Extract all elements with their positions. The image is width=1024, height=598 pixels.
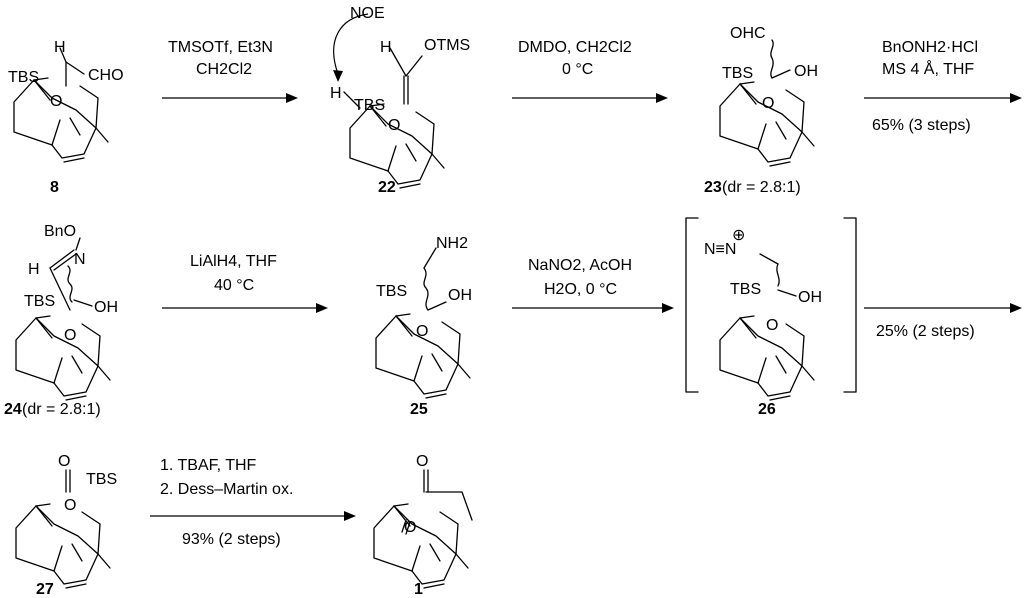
compound-23: OHC OH TBS O 23 (dr = 2.8:1) bbox=[704, 25, 818, 196]
label-tbs: TBS bbox=[730, 281, 761, 298]
label-oh: OH bbox=[798, 289, 822, 306]
step-7-line2: 2. Dess–Martin ox. bbox=[160, 481, 293, 498]
step-2-line1: DMDO, CH2Cl2 bbox=[518, 39, 632, 56]
label-tbs: TBS bbox=[354, 97, 385, 114]
label-nh2: NH2 bbox=[436, 235, 468, 252]
step-5: NaNO2, AcOH H2O, 0 °C bbox=[512, 257, 674, 313]
label-o-carbonyl: O bbox=[58, 453, 70, 470]
label-oh: OH bbox=[448, 287, 472, 304]
step-2: DMDO, CH2Cl2 0 °C bbox=[512, 39, 668, 103]
compound-note-23: (dr = 2.8:1) bbox=[722, 179, 801, 196]
label-tbs: TBS bbox=[376, 283, 407, 300]
label-h: H bbox=[54, 39, 66, 56]
step-5-line2: H2O, 0 °C bbox=[544, 281, 617, 298]
step-3: BnONH2·HCl MS 4 Å, THF 65% (3 steps) bbox=[864, 39, 1022, 134]
label-o: O bbox=[416, 323, 428, 340]
step-4-line1: LiAlH4, THF bbox=[190, 253, 277, 270]
compound-id-8: 8 bbox=[50, 179, 59, 196]
step-3-yield: 65% (3 steps) bbox=[872, 117, 971, 134]
label-o: O bbox=[50, 93, 62, 110]
label-h: H bbox=[28, 261, 40, 278]
label-noe: NOE bbox=[350, 5, 385, 22]
compound-1: O O 1 bbox=[373, 453, 473, 598]
step-6: 25% (2 steps) bbox=[864, 303, 1022, 340]
step-1: TMSOTf, Et3N CH2Cl2 bbox=[162, 39, 298, 103]
label-n: N bbox=[74, 251, 86, 268]
compound-25: NH2 OH TBS O 25 bbox=[375, 235, 472, 418]
label-o: O bbox=[766, 317, 778, 334]
label-ohc: OHC bbox=[730, 25, 766, 42]
label-o-ketone-top: O bbox=[416, 453, 428, 470]
compound-id-23: 23 bbox=[704, 179, 722, 196]
step-4-line2: 40 °C bbox=[214, 277, 254, 294]
compound-id-24: 24 bbox=[4, 401, 22, 418]
label-h-vinyl: H bbox=[380, 39, 392, 56]
label-oh: OH bbox=[794, 63, 818, 80]
step-4: LiAlH4, THF 40 °C bbox=[162, 253, 328, 313]
label-plus: ⊕ bbox=[732, 227, 745, 244]
compound-id-1: 1 bbox=[414, 581, 423, 598]
step-3-line1: BnONH2·HCl bbox=[882, 39, 978, 56]
step-7-line1: 1. TBAF, THF bbox=[160, 457, 257, 474]
step-1-line1: TMSOTf, Et3N bbox=[168, 39, 273, 56]
compound-22: NOE H OTMS H TBS O 22 bbox=[330, 5, 470, 196]
label-o: O bbox=[762, 95, 774, 112]
label-o: O bbox=[64, 497, 76, 514]
compound-id-22: 22 bbox=[378, 179, 396, 196]
label-oh: OH bbox=[94, 299, 118, 316]
label-cho: CHO bbox=[88, 67, 124, 84]
step-2-line2: 0 °C bbox=[562, 61, 593, 78]
step-6-yield: 25% (2 steps) bbox=[876, 323, 975, 340]
label-tbs: TBS bbox=[86, 471, 117, 488]
compound-id-27: 27 bbox=[36, 581, 54, 598]
step-3-line2: MS 4 Å, THF bbox=[882, 59, 974, 78]
label-tbs: TBS bbox=[24, 293, 55, 310]
label-h-methyl: H bbox=[330, 85, 342, 102]
label-o: O bbox=[388, 117, 400, 134]
compound-note-24: (dr = 2.8:1) bbox=[22, 401, 101, 418]
step-7-yield: 93% (2 steps) bbox=[182, 531, 281, 548]
label-bno: BnO bbox=[44, 223, 76, 240]
compound-id-26: 26 bbox=[758, 401, 776, 418]
compound-24: BnO N H OH TBS O 24 (dr = 2.8:1) bbox=[4, 223, 118, 418]
label-o: O bbox=[64, 327, 76, 344]
step-7: 1. TBAF, THF 2. Dess–Martin ox. 93% (2 s… bbox=[150, 457, 356, 548]
label-tbs: TBS bbox=[8, 69, 39, 86]
label-o-ketone-bridge: O bbox=[404, 519, 416, 536]
label-tbs: TBS bbox=[722, 65, 753, 82]
step-5-line1: NaNO2, AcOH bbox=[528, 257, 632, 274]
compound-8: H CHO TBS O 8 bbox=[8, 39, 124, 196]
compound-26: N≡N ⊕ OH TBS O 26 bbox=[685, 217, 857, 418]
step-1-line2: CH2Cl2 bbox=[196, 61, 252, 78]
compound-id-25: 25 bbox=[410, 401, 428, 418]
label-n2plus: N≡N bbox=[704, 241, 736, 258]
compound-27: O TBS O 27 bbox=[15, 453, 117, 598]
label-otms: OTMS bbox=[424, 37, 470, 54]
